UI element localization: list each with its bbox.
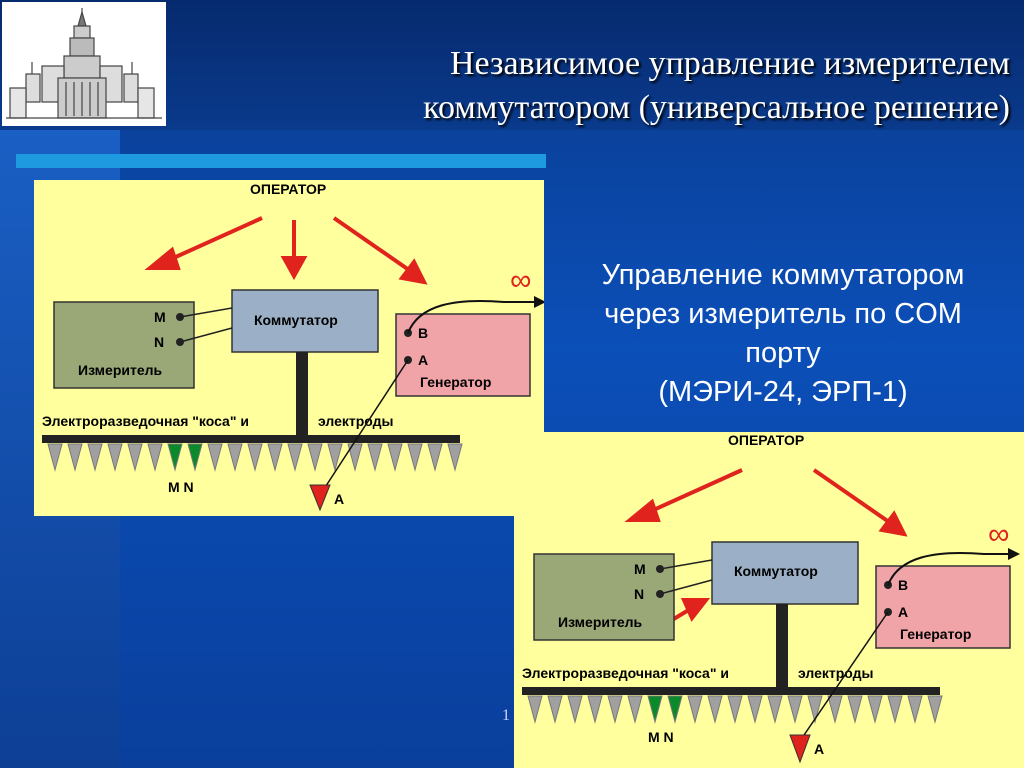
electrode-icon xyxy=(407,443,423,472)
electrode-mn-icon xyxy=(187,443,203,472)
electrode-icon xyxy=(847,695,863,724)
arrow-right-icon xyxy=(398,258,428,285)
operator-label: ОПЕРАТОР xyxy=(250,181,326,197)
electrode-icon xyxy=(787,695,803,724)
bottom-a-label: A xyxy=(334,491,344,507)
electrode-icon xyxy=(247,443,263,472)
electrode-icon xyxy=(887,695,903,724)
infinity-symbol: ∞ xyxy=(988,518,1009,551)
electrode-icon xyxy=(387,443,403,472)
meter-n-label: N xyxy=(154,334,164,350)
electrode-icon xyxy=(227,443,243,472)
meter-label: Измеритель xyxy=(78,362,163,378)
switch-label: Коммутатор xyxy=(734,563,818,579)
meter-m-label: M xyxy=(634,561,646,577)
electrode-icon xyxy=(807,695,823,724)
generator-label: Генератор xyxy=(420,374,491,390)
electrode-icon xyxy=(207,443,223,472)
electrode-icon xyxy=(527,695,543,724)
arrow-left-icon xyxy=(624,498,661,522)
electrode-icon xyxy=(327,443,343,472)
caption-line3: порту xyxy=(745,337,821,369)
cable-label-left: Электроразведочная "коса" и xyxy=(522,665,729,681)
electrode-icon xyxy=(747,695,763,724)
electrode-icon xyxy=(767,695,783,724)
electrode-icon xyxy=(547,695,563,724)
electrode-a-icon xyxy=(309,484,331,512)
electrode-icon xyxy=(447,443,463,472)
electrode-icon xyxy=(347,443,363,472)
university-building-icon xyxy=(2,2,166,126)
electrode-mn-icon xyxy=(647,695,663,724)
electrode-icon xyxy=(127,443,143,472)
generator-b-label: B xyxy=(418,325,428,341)
slide-title-line1: Независимое управление измерителем xyxy=(449,45,1010,82)
cable-bar xyxy=(522,687,940,695)
header-band xyxy=(0,0,1024,130)
electrode-icon xyxy=(287,443,303,472)
cable-label-right: электроды xyxy=(798,665,874,681)
diagram-panel-1: ОПЕРАТОР Коммутатор M N Измеритель B A Г… xyxy=(34,180,544,516)
generator-box xyxy=(395,313,531,397)
slide-title-line2: коммутатором (универсальное решение) xyxy=(423,89,1010,126)
generator-b-label: B xyxy=(898,577,908,593)
diagram-panel-2: ОПЕРАТОР Коммутатор M N Измеритель B A Г… xyxy=(514,432,1024,768)
bottom-a-label: A xyxy=(814,741,824,757)
electrode-icon xyxy=(827,695,843,724)
electrode-icon xyxy=(67,443,83,472)
cable-bar xyxy=(42,435,460,443)
meter-box xyxy=(533,553,675,641)
accent-bar xyxy=(16,154,546,168)
electrode-icon xyxy=(267,443,283,472)
electrode-icon xyxy=(867,695,883,724)
electrode-row xyxy=(47,443,463,472)
generator-label: Генератор xyxy=(900,626,971,642)
electrode-icon xyxy=(307,443,323,472)
meter-box xyxy=(53,301,195,389)
electrode-icon xyxy=(587,695,603,724)
caption: Управление коммутатором через измеритель… xyxy=(548,256,1018,412)
electrode-icon xyxy=(627,695,643,724)
bottom-mn-label: M N xyxy=(168,479,194,495)
arrow-left-icon xyxy=(144,246,181,270)
infinity-symbol: ∞ xyxy=(510,264,531,297)
slide-title: Независимое управление измерителем комму… xyxy=(290,42,1010,130)
arrow-to-meter-icon xyxy=(680,598,711,622)
electrode-icon xyxy=(687,695,703,724)
cable-label-left: Электроразведочная "коса" и xyxy=(42,413,249,429)
meter-label: Измеритель xyxy=(558,614,643,630)
electrode-mn-icon xyxy=(667,695,683,724)
electrode-icon xyxy=(907,695,923,724)
electrode-mn-icon xyxy=(167,443,183,472)
electrode-icon xyxy=(567,695,583,724)
generator-box xyxy=(875,565,1011,649)
electrode-icon xyxy=(607,695,623,724)
electrode-icon xyxy=(927,695,943,724)
operator-label: ОПЕРАТОР xyxy=(728,432,804,448)
switch-label: Коммутатор xyxy=(254,312,338,328)
caption-line2: через измеритель по COM xyxy=(604,298,962,330)
bottom-mn-label: M N xyxy=(648,729,674,745)
electrode-icon xyxy=(107,443,123,472)
meter-n-label: N xyxy=(634,586,644,602)
electrode-icon xyxy=(367,443,383,472)
generator-a-label: A xyxy=(418,352,428,368)
caption-line1: Управление коммутатором xyxy=(601,259,965,291)
electrode-icon xyxy=(147,443,163,472)
electrode-icon xyxy=(727,695,743,724)
electrode-a-icon xyxy=(789,734,811,764)
electrode-icon xyxy=(47,443,63,472)
caption-line4: (МЭРИ-24, ЭРП-1) xyxy=(658,376,908,408)
electrode-icon xyxy=(707,695,723,724)
page-number: 1 xyxy=(502,707,510,724)
electrode-icon xyxy=(427,443,443,472)
electrode-row xyxy=(527,695,943,724)
arrow-right-icon xyxy=(878,510,908,537)
cable-label-right: электроды xyxy=(318,413,394,429)
arrow-down-icon xyxy=(280,256,308,281)
meter-m-label: M xyxy=(154,309,166,325)
generator-a-label: A xyxy=(898,604,908,620)
electrode-icon xyxy=(87,443,103,472)
